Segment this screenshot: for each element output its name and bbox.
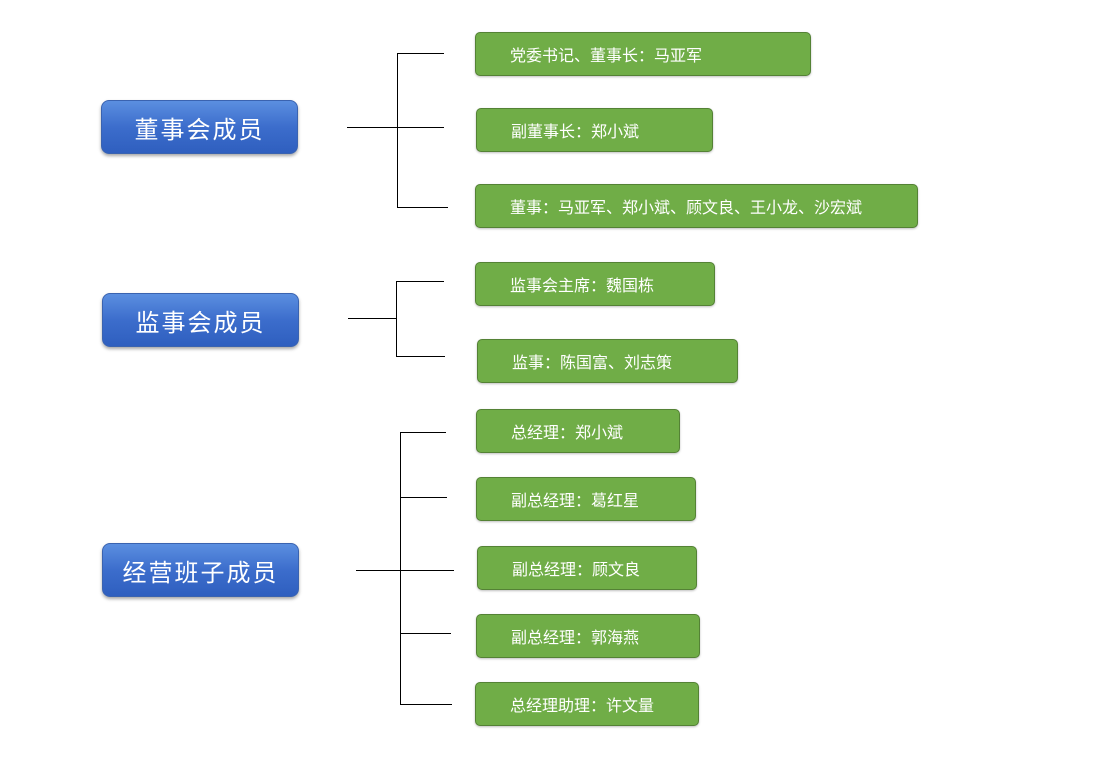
member-label: 总经理：郑小斌 xyxy=(511,423,624,442)
member-label: 副总经理：顾文良 xyxy=(512,560,641,579)
connector-line xyxy=(348,318,397,319)
member-label: 监事会主席：魏国栋 xyxy=(510,276,655,295)
member-label: 副董事长：郑小斌 xyxy=(511,122,640,141)
member-label: 副总经理：郭海燕 xyxy=(511,628,640,647)
member-label: 总经理助理：许文量 xyxy=(510,696,655,715)
member-label: 董事：马亚军、郑小斌、顾文良、王小龙、沙宏斌 xyxy=(510,198,863,217)
member-box: 副总经理：顾文良 xyxy=(477,546,697,590)
member-box: 总经理：郑小斌 xyxy=(476,409,680,453)
member-box: 副总经理：葛红星 xyxy=(476,477,696,521)
connector-line xyxy=(396,356,445,357)
member-box: 监事会主席：魏国栋 xyxy=(475,262,715,306)
member-label: 副总经理：葛红星 xyxy=(511,491,640,510)
member-box: 董事：马亚军、郑小斌、顾文良、王小龙、沙宏斌 xyxy=(475,184,918,228)
connector-line xyxy=(396,281,397,357)
connector-line xyxy=(397,53,444,54)
group-label: 经营班子成员 xyxy=(122,558,279,587)
connector-line xyxy=(397,53,398,208)
member-box: 监事：陈国富、刘志策 xyxy=(477,339,738,383)
group-label: 董事会成员 xyxy=(134,115,265,144)
connector-line xyxy=(400,432,401,705)
member-box: 副总经理：郭海燕 xyxy=(476,614,700,658)
connector-line xyxy=(400,633,451,634)
group-board-of-directors: 董事会成员 xyxy=(101,100,298,154)
member-box: 副董事长：郑小斌 xyxy=(476,108,713,152)
member-label: 党委书记、董事长：马亚军 xyxy=(510,46,703,65)
connector-line xyxy=(400,432,446,433)
member-label: 监事：陈国富、刘志策 xyxy=(512,353,673,372)
connector-line xyxy=(356,570,454,571)
connector-line xyxy=(397,207,448,208)
connector-line xyxy=(400,704,452,705)
connector-line xyxy=(400,497,447,498)
group-label: 监事会成员 xyxy=(135,308,266,337)
connector-line xyxy=(396,281,444,282)
member-box: 总经理助理：许文量 xyxy=(475,682,699,726)
member-box: 党委书记、董事长：马亚军 xyxy=(475,32,811,76)
group-board-of-supervisors: 监事会成员 xyxy=(102,293,299,347)
connector-line xyxy=(347,127,444,128)
group-management-team: 经营班子成员 xyxy=(102,543,299,597)
